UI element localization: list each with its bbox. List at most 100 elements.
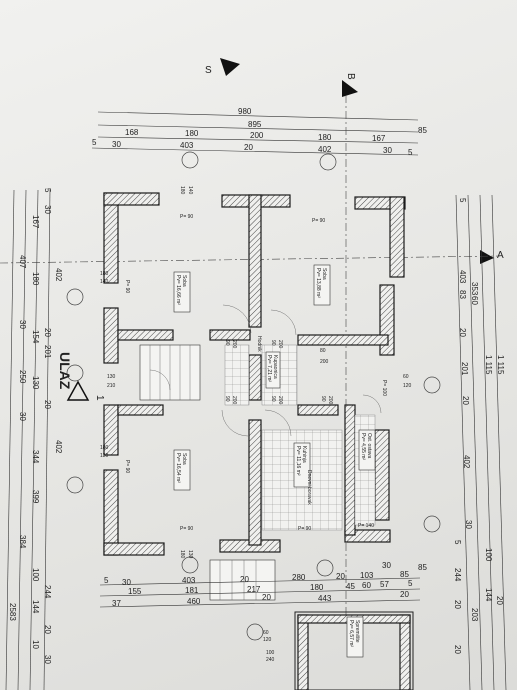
door-dim: 130 <box>100 453 109 459</box>
storage-outbuilding: Spremište Pv= 6,57 m² <box>294 611 414 690</box>
opening-label: P= 90 <box>180 526 193 532</box>
dim-r3-1: 180 <box>185 129 199 138</box>
bottom-dim: 20 <box>336 572 345 581</box>
dim-r4-5: 30 <box>383 146 392 155</box>
right-dim: 30 <box>464 520 473 529</box>
left-dim: 5 <box>43 188 52 193</box>
north-arrow-icon <box>220 58 240 76</box>
left-dim: 167 <box>31 215 40 229</box>
room-label: Soba <box>181 275 187 287</box>
bottom-dim: 217 <box>247 585 261 594</box>
room-area: Pv= 6,57 m² <box>348 620 354 647</box>
door-dim: 200 <box>231 340 237 349</box>
door-dim: 180 <box>179 550 185 559</box>
door-dim: 100 <box>266 650 275 656</box>
door-dim: 90 <box>224 396 230 402</box>
right-dim: 60 <box>470 296 479 305</box>
left-dim: 180 <box>31 272 40 286</box>
door-swings <box>149 304 382 437</box>
left-dim: 2583 <box>8 603 17 621</box>
left-dim: 30 <box>43 655 52 664</box>
bottom-dim: 37 <box>112 599 121 608</box>
dim-r3-4: 167 <box>372 134 386 143</box>
door-dim: 180 <box>179 186 185 195</box>
door-dim: 90 <box>224 340 230 346</box>
right-dim: 203 <box>470 608 479 622</box>
door-window-dims: 180 140 180 140 180 130 180 130 90 200 9… <box>100 186 412 663</box>
opening-label: P= 90 <box>180 214 193 220</box>
dim-overall: 980 <box>238 107 252 116</box>
left-dim: 30 <box>43 205 52 214</box>
bottom-dim: 280 <box>292 573 306 582</box>
dim-r4-3: 20 <box>244 143 253 152</box>
opening-label: P= 100 <box>381 380 387 396</box>
dim-row2: 895 <box>248 120 262 129</box>
right-dim: 403 <box>458 270 467 284</box>
right-dim: 144 <box>484 588 493 602</box>
right-dim: 83 <box>458 290 467 299</box>
bottom-dim: 443 <box>318 594 332 603</box>
door-dim: 80 <box>320 348 326 354</box>
bottom-dim: 20 <box>240 575 249 584</box>
left-dim: 407 <box>18 255 27 269</box>
room-area: Pv= 11,16 m² <box>295 446 301 476</box>
right-dim: 5 <box>453 540 462 545</box>
left-dim: 384 <box>18 535 27 549</box>
room-label: Kuhinja <box>301 446 307 463</box>
section-b-arrow-icon <box>342 80 358 97</box>
door-dim: 140 <box>187 186 193 195</box>
opening-labels: P= 90 P= 90 P= 90 P= 90 P= 140 P= 100 P=… <box>124 214 387 532</box>
bottom-dim: 403 <box>182 576 196 585</box>
room-label: Kupaonica <box>272 355 278 379</box>
door-dim: 90 <box>270 340 276 346</box>
left-dim: 100 <box>31 568 40 582</box>
left-dim: 201 <box>43 345 52 359</box>
dim-r4-4: 402 <box>318 145 332 154</box>
dim-r4-1: 30 <box>112 140 121 149</box>
door-dim: 130 <box>187 550 193 559</box>
bottom-dim: 181 <box>185 586 199 595</box>
bottom-dim: 180 <box>310 583 324 592</box>
room-area: Pv= 13,88 m² <box>315 268 321 298</box>
opening-label: P= 90 <box>312 218 325 224</box>
entrance-triangle-icon <box>66 380 90 401</box>
door-dim: 130 <box>107 374 116 380</box>
right-dim: 20 <box>458 328 467 337</box>
left-dim: 20 <box>43 625 52 634</box>
opening-label: P= 140 <box>358 523 374 529</box>
opening-label: P= 90 <box>124 460 130 473</box>
door-dim: 120 <box>263 637 272 643</box>
left-dim: 399 <box>31 490 40 504</box>
bottom-dim: 155 <box>128 587 142 596</box>
bottom-dim: 60 <box>362 581 371 590</box>
room-label: Hodnik <box>256 336 262 352</box>
left-dim: 130 <box>31 376 40 390</box>
dim-r3-2: 200 <box>250 131 264 140</box>
door-dim: 200 <box>327 396 333 405</box>
right-dim: 20 <box>495 596 504 605</box>
left-dim: 10 <box>31 640 40 649</box>
axis-circles <box>66 151 441 641</box>
door-dim: 90 <box>270 396 276 402</box>
entrance-number: 1 <box>94 395 105 401</box>
right-dim: 402 <box>462 455 471 469</box>
room-area: Pv= 7,21 m² <box>266 355 272 382</box>
door-dim: 90 <box>320 396 326 402</box>
door-dim: 200 <box>277 396 283 405</box>
room-label: Ost. ostava <box>366 433 372 459</box>
right-dim: 20 <box>461 396 470 405</box>
bottom-dim: 30 <box>382 561 391 570</box>
dim-r4-6: 5 <box>408 148 413 157</box>
bottom-dim: 460 <box>187 597 201 606</box>
right-dimension-chains: 1 115 1 115 60 5 20 201 20 402 30 5 244 … <box>453 194 507 690</box>
dim-r3-5: 85 <box>418 126 427 135</box>
entrance-label: ULAZ <box>57 352 73 390</box>
bottom-dim: 45 <box>346 582 355 591</box>
bottom-dim: 5 <box>104 576 109 585</box>
room-label: Spremište <box>354 620 360 643</box>
door-dim: 240 <box>266 657 275 663</box>
right-dim: 5 <box>458 198 467 203</box>
room-label: Soba <box>321 268 327 280</box>
